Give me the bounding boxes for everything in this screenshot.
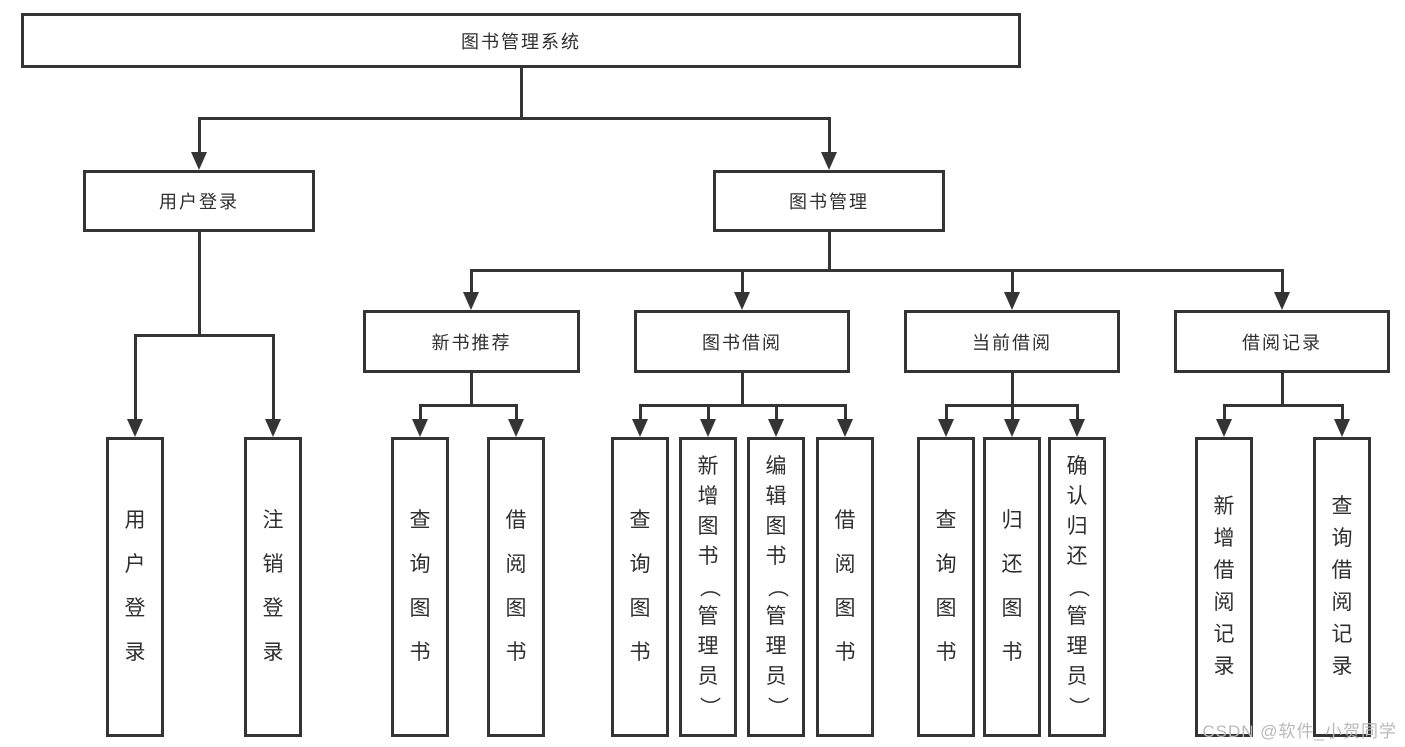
node-leaf-borrow-books-recommend: 借阅图书: [487, 437, 545, 737]
connector-stem: [1010, 270, 1014, 294]
node-leaf-query-books-current: 查询图书: [917, 437, 975, 737]
arrow-down-icon: [700, 419, 716, 437]
arrow-down-icon: [1069, 419, 1085, 437]
arrow-down-icon: [1274, 292, 1290, 310]
arrow-down-icon: [191, 152, 207, 170]
node-leaf-borrow-books-recommend-label: 借阅图书: [505, 509, 527, 664]
csdn-watermark: CSDN @软件_小贺同学: [1202, 722, 1397, 741]
node-leaf-user-login: 用户登录: [106, 437, 164, 737]
node-leaf-return-books-label: 归还图书: [1001, 509, 1023, 664]
arrow-down-icon: [508, 419, 524, 437]
arrow-down-icon: [632, 419, 648, 437]
arrow-down-icon: [768, 419, 784, 437]
node-user-login-label: 用户登录: [159, 192, 239, 212]
connector-root-trunk: [519, 68, 523, 118]
node-new-book-recommend-label: 新书推荐: [431, 332, 512, 353]
connector-trunk: [1280, 373, 1284, 405]
connector-stem: [843, 405, 847, 421]
connector-stem: [706, 405, 710, 421]
connector-stem: [774, 405, 778, 421]
node-root-label: 图书管理系统: [461, 31, 581, 52]
connector-book-management-trunk: [827, 232, 831, 270]
arrow-down-icon: [412, 419, 428, 437]
connector-stem: [1340, 405, 1344, 421]
node-borrowing-records-label: 借阅记录: [1242, 332, 1322, 353]
connector-book-management-horizontal: [469, 268, 1284, 272]
connector-stem: [514, 405, 518, 421]
arrow-down-icon: [821, 152, 837, 170]
arrow-down-icon: [127, 419, 143, 437]
node-leaf-query-books-borrowing-label: 查询图书: [629, 509, 651, 664]
node-leaf-add-books-admin: 新增图书（管理员）: [679, 437, 737, 737]
connector-stem: [1075, 405, 1079, 421]
node-leaf-add-borrow-record-label: 新增借阅记录: [1213, 495, 1235, 678]
node-leaf-query-borrow-record: 查询借阅记录: [1313, 437, 1371, 737]
connector-stem: [418, 405, 422, 421]
node-book-borrowing: 图书借阅: [634, 310, 850, 373]
connector-stem: [469, 270, 473, 294]
arrow-down-icon: [1334, 419, 1350, 437]
node-current-borrowing-label: 当前借阅: [972, 332, 1052, 353]
node-leaf-return-books: 归还图书: [983, 437, 1041, 737]
node-user-login: 用户登录: [83, 170, 315, 232]
node-current-borrowing: 当前借阅: [904, 310, 1120, 373]
node-leaf-query-borrow-record-label: 查询借阅记录: [1331, 495, 1353, 678]
node-book-borrowing-label: 图书借阅: [702, 332, 782, 353]
connector-stem: [827, 118, 831, 154]
arrow-down-icon: [1216, 419, 1232, 437]
connector-user-login-horizontal: [133, 333, 275, 337]
node-leaf-borrow-books: 借阅图书: [816, 437, 874, 737]
arrow-down-icon: [837, 419, 853, 437]
node-leaf-borrow-books-label: 借阅图书: [834, 509, 856, 664]
connector-stem: [1222, 405, 1226, 421]
node-leaf-confirm-return-admin: 确认归还（管理员）: [1048, 437, 1106, 737]
connector-stem: [1280, 270, 1284, 294]
node-root: 图书管理系统: [21, 13, 1021, 68]
connector-stem: [1010, 405, 1014, 421]
connector-stem: [944, 405, 948, 421]
node-book-management: 图书管理: [713, 170, 945, 232]
connector-stem: [271, 335, 275, 421]
node-leaf-confirm-return-admin-label: 确认归还（管理员）: [1066, 455, 1089, 718]
connector-root-horizontal: [197, 116, 831, 120]
node-leaf-logout: 注销登录: [244, 437, 302, 737]
connector-stem: [638, 405, 642, 421]
node-leaf-query-books-borrowing: 查询图书: [611, 437, 669, 737]
node-leaf-query-books-current-label: 查询图书: [935, 509, 957, 664]
connector-trunk: [469, 373, 473, 405]
node-book-management-label: 图书管理: [789, 192, 869, 212]
node-borrowing-records: 借阅记录: [1174, 310, 1390, 373]
node-leaf-user-login-label: 用户登录: [124, 509, 146, 664]
node-leaf-query-books-recommend: 查询图书: [391, 437, 449, 737]
node-leaf-edit-books-admin: 编辑图书（管理员）: [747, 437, 805, 737]
connector-user-login-trunk: [197, 232, 201, 335]
node-leaf-add-borrow-record: 新增借阅记录: [1195, 437, 1253, 737]
arrow-down-icon: [938, 419, 954, 437]
connector-horizontal: [1222, 403, 1344, 407]
connector-stem: [133, 335, 137, 421]
arrow-down-icon: [1004, 292, 1020, 310]
arrow-down-icon: [463, 292, 479, 310]
connector-trunk: [1010, 373, 1014, 405]
connector-stem: [197, 118, 201, 154]
connector-stem: [740, 270, 744, 294]
arrow-down-icon: [265, 419, 281, 437]
node-leaf-logout-label: 注销登录: [262, 509, 284, 664]
connector-horizontal: [638, 403, 847, 407]
node-leaf-query-books-recommend-label: 查询图书: [409, 509, 431, 664]
node-leaf-edit-books-admin-label: 编辑图书（管理员）: [765, 455, 788, 718]
connector-horizontal: [418, 403, 518, 407]
arrow-down-icon: [734, 292, 750, 310]
node-new-book-recommend: 新书推荐: [363, 310, 580, 373]
node-leaf-add-books-admin-label: 新增图书（管理员）: [697, 455, 720, 718]
connector-trunk: [740, 373, 744, 405]
arrow-down-icon: [1004, 419, 1020, 437]
